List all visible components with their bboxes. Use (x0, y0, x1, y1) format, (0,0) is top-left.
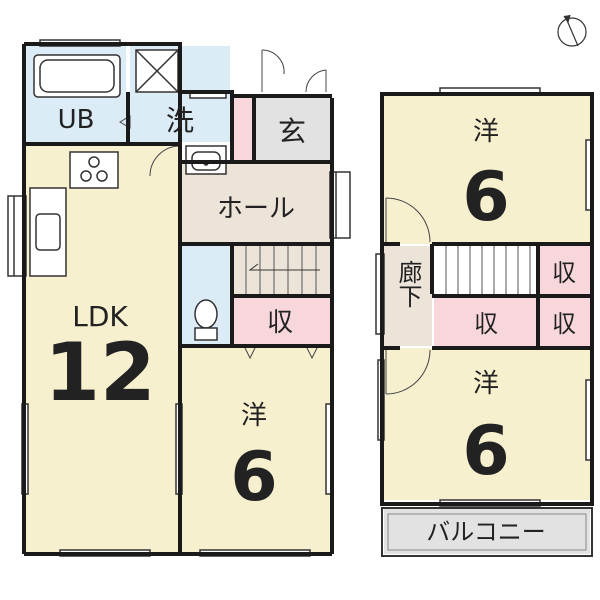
washing-machine-icon (135, 49, 179, 93)
balcony-area (384, 508, 590, 554)
kitchen-counter (29, 187, 67, 277)
south-room-label: 洋 (473, 369, 499, 399)
door-swings-2f (385, 197, 431, 395)
storage-label-2f-b: 収 (474, 310, 498, 338)
western-room-1f (182, 346, 330, 552)
corridor-label: 廊下 (394, 260, 422, 308)
stairs-2f (445, 246, 531, 294)
south-room-size: 6 (462, 412, 509, 491)
walls-1f (22, 42, 334, 556)
balcony-label: バルコニー (426, 518, 546, 546)
stairs-1f (245, 246, 320, 294)
north-room-label: 洋 (473, 117, 499, 147)
second-floor: 洋 6 廊下 収 収 収 洋 6 バルコニー (375, 87, 594, 557)
storage-label-2f-a: 収 (552, 259, 576, 287)
ldk-label: LDK (72, 300, 128, 333)
washroom-label: 洗 (166, 104, 194, 137)
hall-label: ホール (217, 194, 295, 224)
western-size-1f: 6 (230, 438, 277, 517)
storage-room-2f-c (540, 296, 590, 346)
western-room-north (384, 96, 590, 244)
hall-room (182, 164, 330, 244)
corridor-room (384, 246, 432, 346)
ub-label: UB (58, 105, 95, 135)
storage-label-2f-c: 収 (552, 310, 576, 338)
storage-room-2f-b (434, 296, 538, 346)
western-room-south (384, 348, 590, 500)
balcony-frame (381, 507, 593, 557)
bathtub-icon (33, 54, 121, 98)
entrance-step (232, 98, 254, 164)
entrance-room (254, 98, 330, 160)
north-arrow-icon (557, 14, 587, 47)
north-room-size: 6 (462, 158, 509, 237)
first-floor: UB 洗 玄 ホール 収 LDK 12 洋 6 (7, 39, 351, 557)
toilet-icon (194, 299, 218, 341)
western-label-1f: 洋 (241, 401, 267, 431)
ldk-size: 12 (44, 326, 155, 419)
stair-area-2f (434, 246, 538, 294)
storage-label-1f: 収 (267, 308, 293, 338)
walls-2f (380, 92, 594, 506)
balcony-inner-line (387, 513, 587, 551)
entrance-label: 玄 (278, 115, 306, 148)
storage-room (232, 296, 330, 344)
stove-icon (69, 151, 119, 189)
storage-room-2f-a (540, 246, 590, 294)
